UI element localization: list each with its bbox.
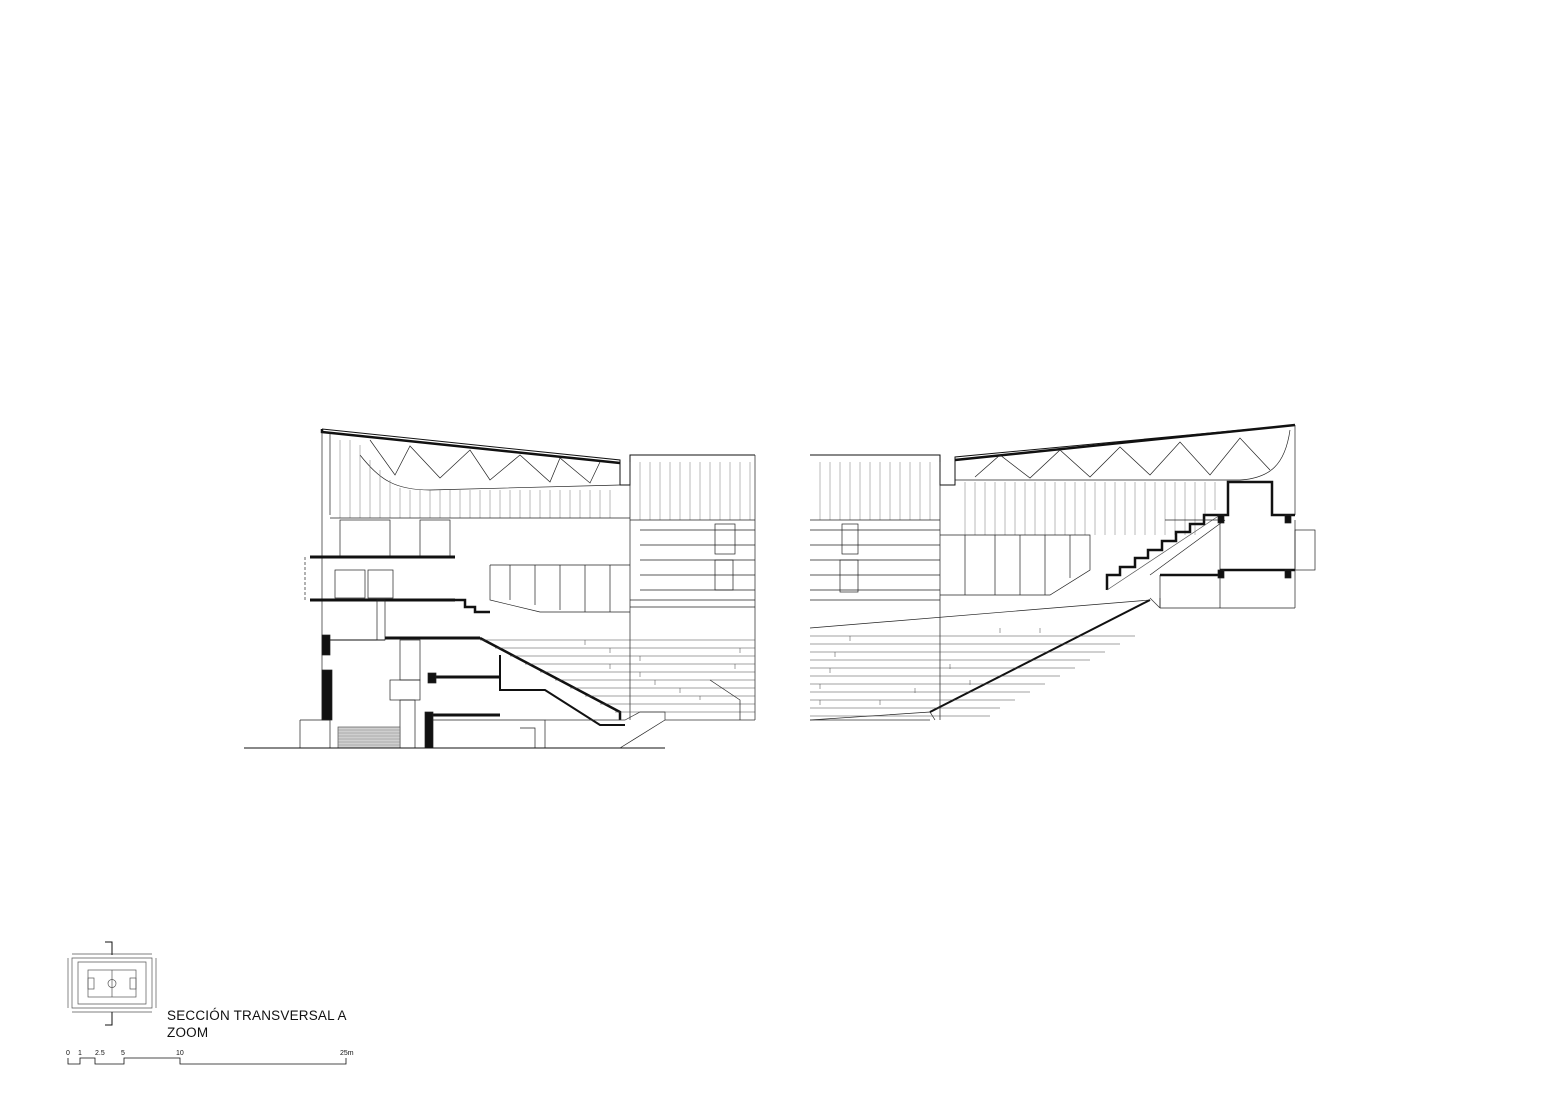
left-facade-hatch <box>339 440 751 520</box>
scale-label-0: 0 <box>66 1050 70 1057</box>
scale-label-2-5: 2.5 <box>95 1050 105 1057</box>
left-roof-truss <box>359 454 621 491</box>
scale-label-10: 10 <box>176 1050 184 1057</box>
right-lower-steps <box>810 628 1135 717</box>
key-plan <box>67 941 157 1026</box>
title-line-2: ZOOM <box>167 1025 209 1040</box>
left-lower-steps <box>480 639 755 713</box>
right-stand-section <box>809 423 1316 721</box>
scale-label-25m: 25m <box>340 1050 354 1057</box>
right-facade-hatch <box>819 462 1216 535</box>
right-lower-tier <box>929 599 1151 713</box>
scale-label-5: 5 <box>121 1050 125 1057</box>
scale-bar: 0 1 2.5 5 10 25m <box>66 1050 354 1065</box>
right-upper-tier <box>1105 480 1295 590</box>
section-cut-marker <box>105 941 113 1026</box>
right-roof-truss <box>955 429 1291 481</box>
left-upper-tier <box>455 598 490 614</box>
right-roof <box>810 424 1296 486</box>
drawing-title: SECCIÓN TRANSVERSAL A ZOOM <box>167 1007 347 1041</box>
title-line-1: SECCIÓN TRANSVERSAL A <box>167 1008 347 1023</box>
scale-label-1: 1 <box>78 1050 82 1057</box>
left-roof <box>321 428 755 486</box>
left-stand-section <box>244 428 756 749</box>
